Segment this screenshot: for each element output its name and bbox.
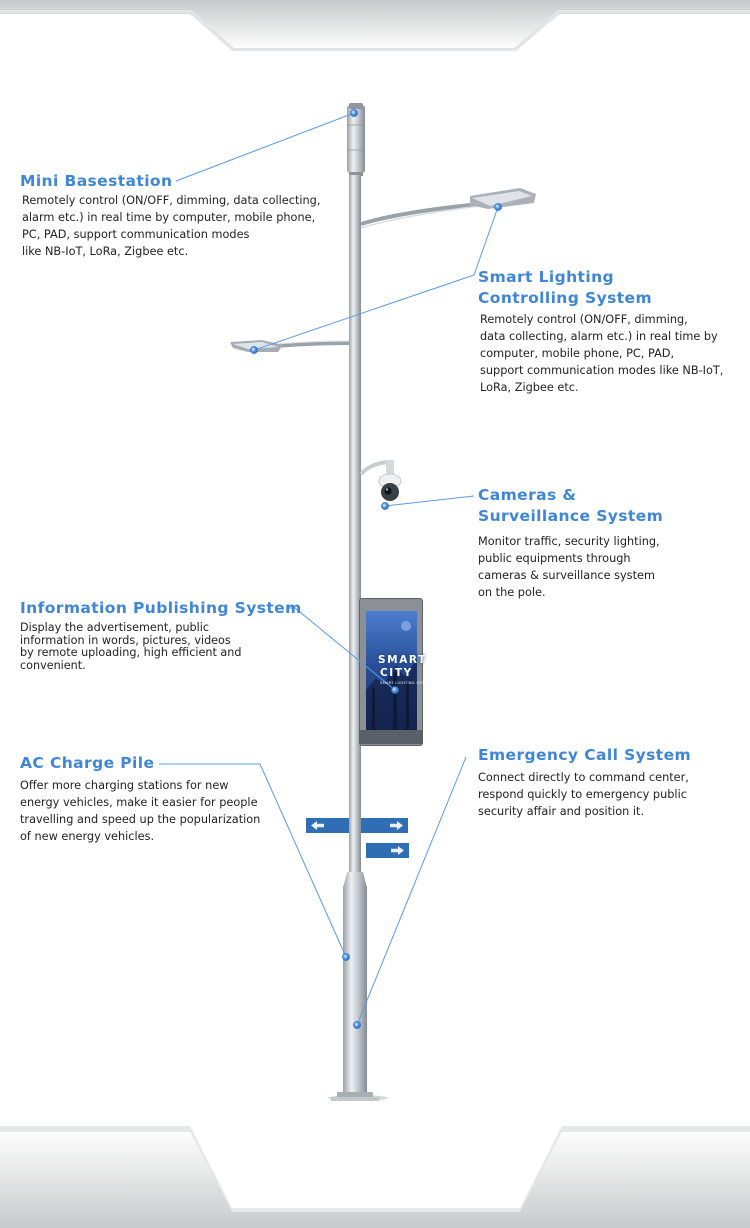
description-line: Offer more charging stations for new — [20, 779, 229, 792]
description-line: by remote uploading, high efficient and — [20, 646, 242, 660]
description-line: information in words, pictures, videos — [20, 633, 231, 647]
ac-charge-title: AC Charge Pile — [20, 754, 155, 772]
description-line: Remotely control (ON/OFF, dimming, — [480, 313, 688, 326]
ac-charge-description: Offer more charging stations for new ene… — [20, 777, 260, 845]
description-line: on the pole. — [478, 586, 546, 599]
smart-lighting-title-line2: Controlling System — [478, 289, 652, 307]
description-line: PC, PAD, support communication modes — [22, 228, 250, 241]
cameras-description: Monitor traffic, security lighting, publ… — [478, 533, 660, 601]
screen-subtitle: SMART LIGHTING SYSTEM — [380, 681, 433, 685]
description-line: Connect directly to command center, — [478, 771, 689, 784]
description-line: Monitor traffic, security lighting, — [478, 535, 660, 548]
mini-basestation-title: Mini Basestation — [20, 172, 173, 190]
basestation-unit — [347, 103, 365, 176]
info-publishing-title: Information Publishing System — [20, 599, 302, 617]
pole-shaft — [331, 175, 379, 1101]
emergency-title: Emergency Call System — [478, 746, 692, 764]
screen-title-line2: CITY — [380, 667, 413, 679]
description-line: Remotely control (ON/OFF, dimming, data … — [22, 194, 321, 207]
description-line: travelling and speed up the popularizati… — [20, 813, 261, 826]
left-lamp-arm — [230, 340, 350, 352]
description-line: security affair and position it. — [478, 805, 645, 818]
description-line: like NB-IoT, LoRa, Zigbee etc. — [22, 245, 189, 258]
description-line: cameras & surveillance system — [478, 569, 655, 582]
mini-basestation-description: Remotely control (ON/OFF, dimming, data … — [22, 192, 320, 260]
screen-title-line1: SMART — [378, 654, 427, 666]
cameras-title-line1: Cameras & — [478, 486, 577, 504]
smart-lighting-description: Remotely control (ON/OFF, dimming, data … — [480, 311, 723, 396]
smart-lighting-title-line1: Smart Lighting — [478, 268, 614, 286]
info-publishing-description: Display the advertisement, public inform… — [20, 621, 242, 672]
leader-lines — [159, 112, 499, 1026]
description-line: computer, mobile phone, PC, PAD, — [480, 347, 675, 360]
description-line: Display the advertisement, public — [20, 621, 210, 634]
advertising-screen — [359, 598, 423, 746]
description-line: alarm etc.) in real time by computer, mo… — [22, 211, 316, 224]
description-line: of new energy vehicles. — [20, 830, 155, 843]
description-line: energy vehicles, make it easier for peop… — [20, 796, 258, 809]
emergency-description: Connect directly to command center, resp… — [478, 769, 689, 820]
description-line: respond quickly to emergency public — [478, 788, 687, 801]
upper-lamp-arm — [360, 188, 536, 229]
description-line: public equipments through — [478, 552, 631, 565]
bottom-frame — [0, 1126, 750, 1228]
description-line: LoRa, Zigbee etc. — [480, 381, 579, 394]
description-line: support communication modes like NB-IoT, — [480, 364, 724, 377]
cameras-title-line2: Surveillance System — [478, 507, 664, 525]
top-frame — [0, 0, 750, 51]
direction-signs — [306, 818, 409, 858]
leader-dots — [250, 109, 502, 1029]
description-line: data collecting, alarm etc.) in real tim… — [480, 330, 718, 343]
description-line: convenient. — [20, 658, 86, 672]
camera-unit — [359, 460, 402, 501]
